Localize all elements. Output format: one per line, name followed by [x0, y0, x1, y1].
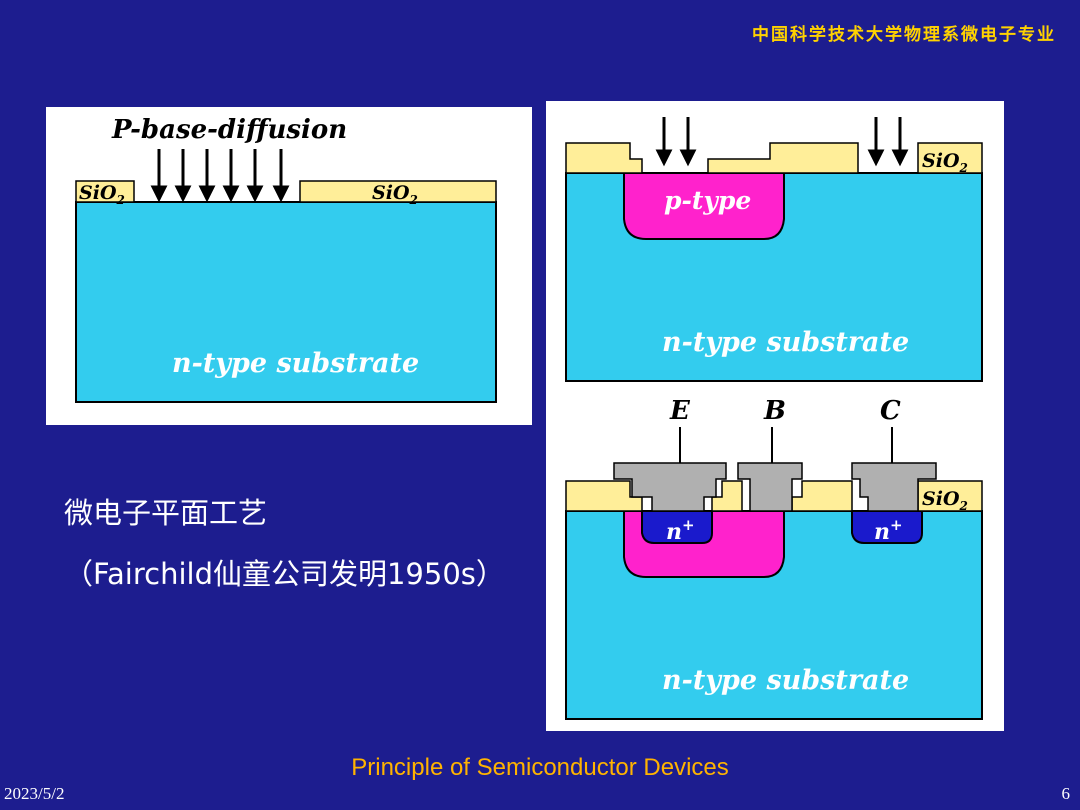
oxide-mid2-c — [791, 480, 853, 512]
substrate-label-b: n-type substrate — [662, 327, 909, 358]
oxide-mid-b — [707, 142, 859, 174]
collector-label: C — [880, 396, 901, 426]
course-title: Principle of Semiconductor Devices — [351, 754, 729, 781]
oxide-left-a — [75, 180, 135, 203]
n-plus-label-right: n+ — [874, 516, 903, 545]
oxide-label-left-a: SiO2 — [79, 182, 125, 207]
slide-number: 6 — [1061, 784, 1071, 803]
n-plus-right — [851, 510, 923, 544]
oxide-label-right-a: SiO2 — [372, 182, 418, 207]
oxide-right-b — [917, 142, 983, 174]
oxide-label-c: SiO2 — [922, 488, 968, 513]
emitter-contact — [613, 462, 727, 512]
n-plus-label-left: n+ — [666, 516, 695, 545]
transistor-diagram: E B C SiO2 n+ n+ n-type substrate — [565, 396, 983, 720]
substrate-a — [75, 201, 497, 403]
bjt-process-diagram: SiO2 p-type n-type substrate E B C — [546, 101, 1004, 731]
oxide-right-c — [917, 480, 983, 512]
terminal-wires — [679, 427, 893, 463]
collector-contact — [851, 462, 937, 512]
institution-header: 中国科学技术大学物理系微电子专业 — [752, 25, 1056, 45]
substrate-label-a: n-type substrate — [172, 348, 419, 379]
oxide-label-b: SiO2 — [922, 150, 968, 175]
substrate-label-c: n-type substrate — [662, 665, 909, 696]
diffusion-arrows — [150, 149, 290, 203]
caption-title: 微电子平面工艺 — [64, 496, 268, 530]
p-type-label: p-type — [664, 186, 751, 215]
n-plus-left — [641, 510, 713, 544]
slide-date: 2023/5/2 — [4, 784, 65, 803]
oxide-right-a — [299, 180, 497, 203]
base-contact — [737, 462, 803, 512]
oxide-left-b — [565, 142, 643, 174]
p-region-b — [623, 172, 785, 240]
base-label: B — [763, 396, 786, 426]
p-type-diagram: SiO2 p-type n-type substrate — [565, 117, 983, 382]
caption-subtitle: （Fairchild仙童公司发明1950s） — [64, 557, 505, 591]
oxide-left-c — [565, 480, 643, 512]
arrows-b — [655, 117, 909, 167]
emitter-label: E — [669, 396, 691, 426]
diffusion-title: P-base-diffusion — [111, 115, 347, 145]
p-base-diffusion-diagram: P-base-diffusion SiO2 SiO2 n-type substr… — [46, 107, 532, 425]
